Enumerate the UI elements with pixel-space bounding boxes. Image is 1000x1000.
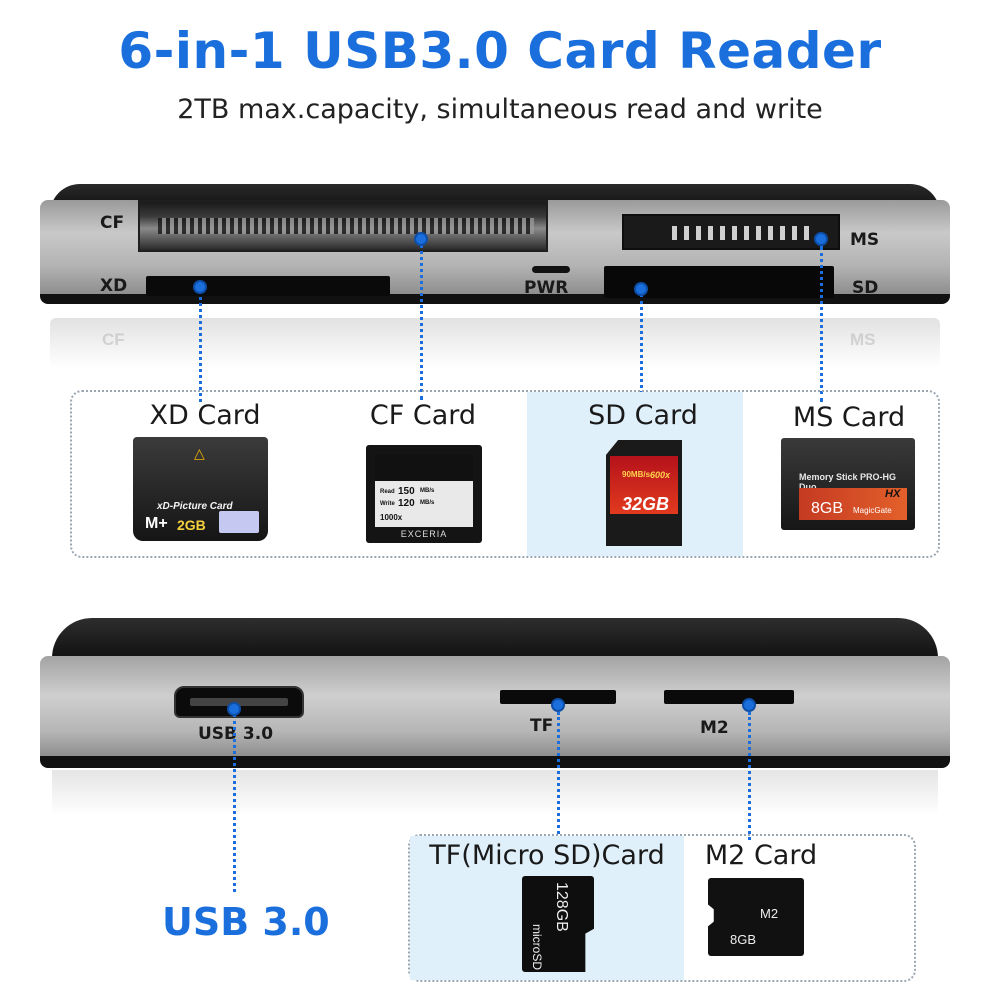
m2-connector-dot — [742, 698, 756, 712]
ms-hx: HX — [885, 488, 901, 500]
micro-cards-panel — [408, 834, 916, 982]
tf-brand: microSD — [530, 924, 544, 971]
cf-read-speed: 150 — [398, 486, 415, 497]
ms-magicgate: MagicGate — [853, 506, 892, 515]
sd-capacity: 32GB — [622, 494, 670, 514]
tf-card-image: 128GB microSD — [522, 876, 594, 972]
sd-slot-label: SD — [852, 278, 879, 298]
sd-card-name: SD Card — [588, 400, 698, 431]
xd-card-name: XD Card — [149, 400, 261, 431]
m2-connector-line — [748, 712, 751, 840]
sd-speed: 90MB/s — [622, 470, 651, 479]
cf-slot[interactable] — [138, 200, 548, 252]
m2-slot-label: M2 — [700, 718, 729, 738]
tf-capacity: 128GB — [553, 882, 570, 932]
reflection-ms-label: MS — [850, 330, 876, 349]
sd-connector-dot — [634, 282, 648, 296]
xd-connector-dot — [193, 280, 207, 294]
xd-slot-label: XD — [100, 276, 128, 296]
usb-connector-dot — [227, 702, 241, 716]
supported-cards-panel — [70, 390, 940, 558]
usb-connector-line — [233, 714, 236, 892]
cf-slot-label: CF — [100, 213, 125, 233]
cf-connector-line — [420, 244, 423, 400]
side-reflection — [52, 770, 938, 816]
tf-card-name: TF(Micro SD)Card — [429, 840, 665, 871]
tf-slot[interactable] — [500, 690, 616, 704]
tf-slot-label: TF — [530, 716, 554, 736]
xd-slot[interactable] — [146, 276, 390, 296]
front-reflection: CF MS — [50, 318, 940, 368]
xd-label-box — [219, 511, 259, 533]
ms-connector-line — [820, 246, 823, 402]
cf-write-unit: MB/s — [420, 500, 435, 506]
ms-card-image: Memory Stick PRO-HG Duo HX 8GB MagicGate — [781, 438, 915, 530]
warning-triangle-icon: △ — [194, 445, 205, 461]
sd-card-image: 90MB/s 600x 32GB — [606, 440, 682, 546]
pwr-label: PWR — [524, 278, 569, 298]
tf-connector-line — [557, 712, 560, 840]
xd-card-image: △ xD-Picture Card M+ 2GB — [133, 437, 268, 541]
power-led — [532, 266, 570, 273]
page-title: 6-in-1 USB3.0 Card Reader — [118, 22, 882, 80]
xd-brand: xD-Picture Card — [157, 501, 233, 512]
page-subtitle: 2TB max.capacity, simultaneous read and … — [177, 94, 823, 125]
m2-card-name: M2 Card — [704, 840, 818, 871]
cf-speed-rating: 1000x — [380, 513, 403, 522]
cf-read-label: Read — [380, 489, 395, 495]
xd-capacity: 2GB — [177, 517, 206, 533]
sd-connector-line — [640, 294, 643, 400]
cf-card-name: CF Card — [369, 400, 477, 431]
sd-rating: 600x — [650, 470, 671, 480]
xd-connector-line — [199, 290, 202, 402]
usb-callout-label: USB 3.0 — [162, 900, 330, 944]
ms-brand: Memory Stick PRO-HG Duo — [799, 472, 897, 492]
ms-slot[interactable] — [622, 214, 840, 250]
cf-write-speed: 120 — [398, 498, 415, 509]
ms-slot-label: MS — [850, 230, 880, 250]
reflection-cf-label: CF — [102, 330, 125, 349]
m2-card-image: M2 8GB — [708, 878, 804, 956]
ms-connector-dot — [814, 232, 828, 246]
m2-slot[interactable] — [664, 690, 794, 704]
cf-card-image: Read 150 MB/s Write 120 MB/s 1000x EXCER… — [366, 445, 482, 543]
m2-card-label: M2 — [760, 906, 779, 921]
m2-capacity: 8GB — [730, 932, 757, 947]
tf-connector-dot — [551, 698, 565, 712]
ms-card-name: MS Card — [792, 402, 906, 433]
xd-mplus: M+ — [145, 515, 168, 532]
cf-read-unit: MB/s — [420, 488, 435, 494]
cf-connector-dot — [414, 232, 428, 246]
cf-brand: EXCERIA — [400, 529, 448, 539]
cf-write-label: Write — [380, 501, 395, 507]
ms-capacity: 8GB — [811, 500, 844, 517]
